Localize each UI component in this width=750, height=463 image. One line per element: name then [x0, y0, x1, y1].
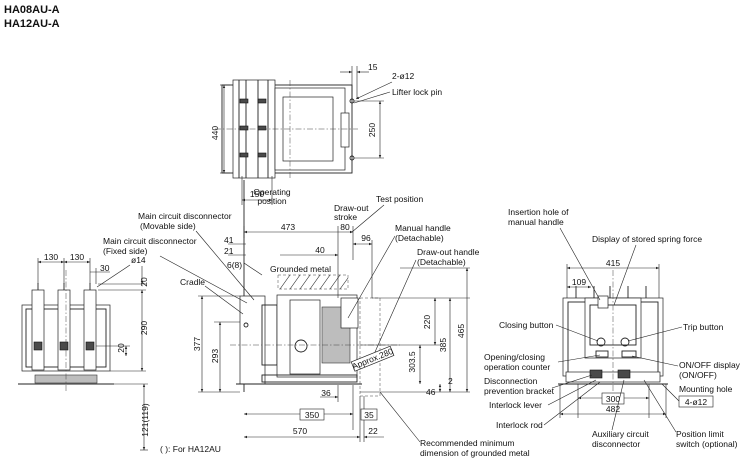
top-view: 440 250 15 2-ø12 Lifter lock pin 150 — [210, 62, 442, 205]
dim-20-top: 20 — [139, 277, 149, 287]
label-onoff-display-2: (ON/OFF) — [679, 370, 717, 380]
label-drawout-handle-1: Draw-out handle — [417, 247, 480, 257]
dim-30: 30 — [100, 263, 110, 273]
label-main-disconnector-fixed-1: Main circuit disconnector — [103, 236, 197, 246]
right-view: 415 109 300 482 Insertion hole of manual… — [484, 207, 741, 449]
label-position-limit-2: switch (optional) — [676, 439, 738, 449]
dim-41: 41 — [224, 235, 234, 245]
label-insertion-hole-1: Insertion hole of — [508, 207, 569, 217]
dim-465: 465 — [456, 324, 466, 338]
side-view: Grounded metal Approx.280 Main circuit d… — [103, 180, 530, 458]
dim-121-119: 121(119) — [140, 403, 150, 437]
dim-109: 109 — [572, 277, 586, 287]
dim-303-5: 303.5 — [407, 351, 417, 373]
label-main-disconnector-movable-2: (Movable side) — [140, 221, 196, 231]
dim-15: 15 — [368, 62, 378, 72]
label-mounting-hole: Mounting hole — [679, 384, 733, 394]
label-closing-button: Closing button — [499, 320, 554, 330]
dim-220: 220 — [422, 315, 432, 329]
dim-6-8: 6(8) — [227, 260, 242, 270]
dim-130-a: 130 — [44, 252, 58, 262]
label-insertion-hole-2: manual handle — [508, 217, 564, 227]
label-drawout-stroke-1: Draw-out — [334, 203, 369, 213]
dim-21: 21 — [224, 246, 234, 256]
dim-415: 415 — [606, 258, 620, 268]
dim-290: 290 — [139, 321, 149, 335]
model-title-2: HA12AU-A — [4, 18, 60, 30]
label-manual-handle-2: (Detachable) — [395, 233, 444, 243]
label-grounded-metal: Grounded metal — [270, 264, 331, 274]
label-auxiliary-1: Auxiliary circuit — [592, 429, 649, 439]
label-drawout-stroke-2: stroke — [334, 212, 357, 222]
dim-385: 385 — [438, 338, 448, 352]
dim-250: 250 — [367, 123, 377, 137]
label-auxiliary-2: disconnector — [592, 439, 640, 449]
dim-150: 150 — [250, 189, 264, 199]
label-operating-position-2: position — [257, 196, 287, 206]
dim-2: 2 — [448, 376, 453, 386]
label-drawout-handle-2: (Detachable) — [417, 257, 466, 267]
dim-dia14: ø14 — [131, 255, 146, 265]
dim-130-b: 130 — [70, 252, 84, 262]
label-disconnection-2: prevention bracket — [484, 386, 555, 396]
label-main-disconnector-movable-1: Main circuit disconnector — [138, 211, 232, 221]
dim-377: 377 — [192, 337, 202, 351]
label-manual-handle-1: Manual handle — [395, 223, 451, 233]
dim-440: 440 — [210, 126, 220, 140]
label-main-disconnector-fixed-2: (Fixed side) — [103, 246, 148, 256]
label-counter-1: Opening/closing — [484, 352, 545, 362]
dim-96: 96 — [361, 233, 371, 243]
label-stored-spring: Display of stored spring force — [592, 234, 702, 244]
note-ha12au: ( ): For HA12AU — [160, 444, 221, 454]
label-trip-button: Trip button — [683, 322, 724, 332]
label-lifter-lock-pin: Lifter lock pin — [392, 87, 442, 97]
dim-22: 22 — [368, 426, 378, 436]
label-operating-position-1: Operating — [253, 187, 291, 197]
dim-473: 473 — [281, 222, 295, 232]
label-counter-2: operation counter — [484, 362, 550, 372]
label-onoff-display-1: ON/OFF display — [679, 360, 741, 370]
dim-300: 300 — [606, 394, 620, 404]
label-interlock-lever: Interlock lever — [489, 400, 542, 410]
dim-482: 482 — [606, 404, 620, 414]
dim-46: 46 — [426, 387, 436, 397]
label-disconnection-1: Disconnection — [484, 376, 538, 386]
dim-20-mid: 20 — [116, 343, 126, 353]
model-title-1: HA08AU-A — [4, 4, 60, 16]
label-2-dia12: 2-ø12 — [392, 71, 414, 81]
label-recommended-2: dimension of grounded metal — [420, 448, 530, 458]
dim-80: 80 — [340, 222, 350, 232]
dim-36: 36 — [321, 388, 331, 398]
label-test-position: Test position — [376, 194, 424, 204]
label-4-dia12: 4-ø12 — [685, 397, 707, 407]
label-position-limit-1: Position limit — [676, 429, 724, 439]
dim-293: 293 — [210, 349, 220, 363]
dim-350: 350 — [305, 410, 319, 420]
dim-35: 35 — [364, 410, 374, 420]
dim-40: 40 — [315, 245, 325, 255]
label-recommended-1: Recommended minimum — [420, 438, 514, 448]
label-interlock-rod: Interlock rod — [496, 420, 543, 430]
label-cradle: Cradle — [180, 277, 205, 287]
dim-570: 570 — [293, 426, 307, 436]
front-view: 130 130 30 ø14 20 290 20 121(119) ( ): F… — [18, 252, 221, 454]
